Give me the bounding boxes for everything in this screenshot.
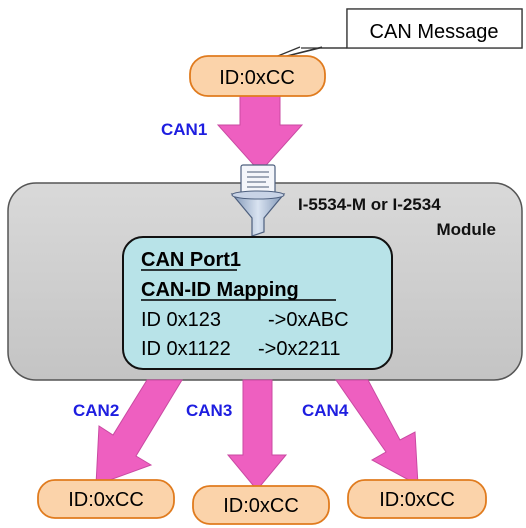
can4-label: CAN4 xyxy=(302,401,349,420)
callout-text: CAN Message xyxy=(370,21,499,43)
source-node-label: ID:0xCC xyxy=(219,67,295,89)
mapping-row-2-to: ->0x2211 xyxy=(258,338,340,360)
funnel-icon xyxy=(230,164,286,237)
mapping-row-2-from: ID 0x1122 xyxy=(141,338,231,360)
output-node-2-label: ID:0xCC xyxy=(223,495,299,517)
output-node-2: ID:0xCC xyxy=(192,485,330,525)
can1-arrow xyxy=(216,84,304,173)
callout: CAN Message xyxy=(262,8,523,63)
mapping-title-line2: CAN-ID Mapping xyxy=(141,279,299,301)
mapping-row-1-to: ->0xABC xyxy=(268,309,349,331)
module-title-line2: Module xyxy=(437,220,497,239)
output-node-1: ID:0xCC xyxy=(37,479,175,519)
can3-label: CAN3 xyxy=(186,401,232,420)
can2-label: CAN2 xyxy=(73,401,119,420)
mapping-box: CAN Port1 CAN-ID Mapping ID 0x123 ->0xAB… xyxy=(122,236,393,370)
can4-arrow xyxy=(335,379,419,486)
can1-label: CAN1 xyxy=(161,120,207,139)
can3-arrow xyxy=(226,379,288,491)
output-node-3-label: ID:0xCC xyxy=(379,489,455,511)
output-node-1-label: ID:0xCC xyxy=(68,489,144,511)
output-node-3: ID:0xCC xyxy=(347,479,487,519)
module-title-line1: I-5534-M or I-2534 xyxy=(298,195,441,214)
source-node: ID:0xCC xyxy=(189,55,326,97)
mapping-title-line1: CAN Port1 xyxy=(141,249,241,271)
mapping-row-1-from: ID 0x123 xyxy=(141,309,221,331)
can2-arrow xyxy=(95,379,183,486)
